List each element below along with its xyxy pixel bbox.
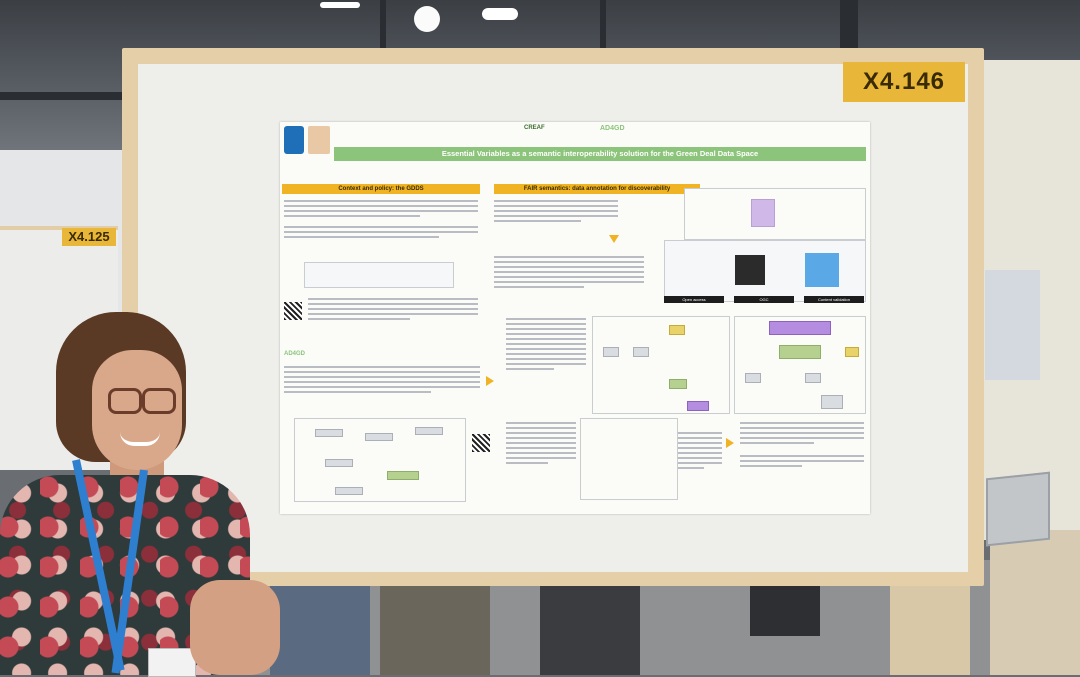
adopt-text	[284, 366, 480, 396]
person-legs	[750, 576, 820, 636]
board-leg	[890, 586, 970, 675]
context-text	[284, 200, 478, 241]
glasses-icon	[108, 388, 142, 414]
variable-text	[506, 318, 586, 373]
ceiling-pillar	[840, 0, 858, 60]
ceiling-light	[320, 2, 360, 8]
author-photo	[308, 126, 330, 154]
arrow-icon	[486, 376, 494, 386]
glasses-icon	[142, 388, 176, 414]
model-diagram-left	[592, 316, 730, 414]
person-legs	[270, 586, 370, 675]
section-heading-context: Context and policy: the GDDS	[282, 184, 480, 194]
person-legs	[540, 586, 640, 675]
workflow-illustration	[684, 188, 866, 240]
left-board-sign: X4.125	[62, 228, 116, 246]
arrow-icon	[609, 235, 619, 243]
decompose-text	[506, 422, 576, 467]
creaf-logo: CREAF	[524, 125, 545, 131]
qr-code	[472, 434, 490, 452]
ontology-diagram	[294, 418, 466, 502]
gdds-diagram	[304, 262, 454, 288]
qr-code	[284, 302, 302, 320]
poster-title: Essential Variables as a semantic intero…	[334, 147, 866, 161]
model-diagram-right	[734, 316, 866, 414]
ceiling-beam	[600, 0, 606, 55]
ogc-rainbow-text	[678, 432, 722, 472]
book-icon	[735, 255, 765, 285]
sensorthings-text	[740, 422, 864, 470]
desk	[990, 530, 1080, 675]
ev-text	[494, 256, 644, 291]
ceiling-light	[414, 6, 440, 32]
gdim-diagram	[664, 240, 866, 302]
label-ogc: OGC	[734, 296, 794, 303]
section-heading-fair: FAIR semantics: data annotation for disc…	[494, 184, 700, 194]
ceiling-beam	[380, 0, 386, 60]
ad4gd-logo: AD4GD	[600, 125, 625, 132]
woman-arm	[190, 580, 280, 675]
project-logo	[284, 126, 304, 154]
ad4gd-small-logo: AD4GD	[284, 351, 306, 357]
board-number-sign: X4.146	[843, 62, 965, 102]
data-cube-icon	[805, 253, 839, 287]
poster: CREAF AD4GD Essential Variables as a sem…	[280, 122, 870, 514]
badge	[148, 648, 196, 677]
arrow-icon	[726, 438, 734, 448]
label-content-validation: Content validation	[804, 296, 864, 303]
distant-poster	[985, 270, 1040, 380]
label-open-access: Open access	[664, 296, 724, 303]
ceiling-light	[482, 8, 518, 20]
concept-tree-diagram	[580, 418, 678, 500]
person-legs	[380, 586, 490, 675]
fair-text	[494, 200, 618, 225]
project-text	[308, 298, 478, 323]
smile	[120, 432, 160, 446]
laptop	[986, 471, 1050, 547]
